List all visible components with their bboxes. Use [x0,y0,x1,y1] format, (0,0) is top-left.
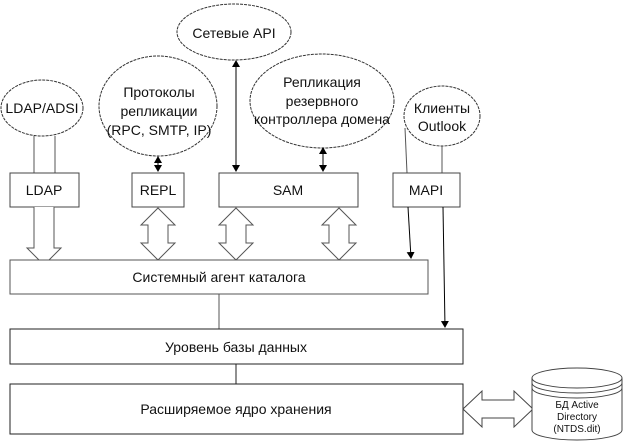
mapi-to-dsa-arrow [406,206,415,259]
cloud-dc-line-2: резервного [286,93,359,109]
db-line-3: (NTDS.dit) [553,424,600,435]
cloud-dc-line-1: Репликация [283,74,361,90]
sam-right-double-arrow [320,207,358,261]
cloud-repl-line-3: (RPC, SMTP, IP) [107,122,212,138]
cloud-repl-protocols: Протоколы репликации (RPC, SMTP, IP) [98,55,218,157]
ldap-label: LDAP [26,182,63,198]
sam-left-double-arrow [217,207,255,261]
cloud-network-api-label: Сетевые API [192,25,275,41]
repl-box: REPL [131,172,185,208]
db-layer-label: Уровень базы данных [165,339,307,355]
db-line-2: Directory [557,412,597,423]
cloud-outlook-clients: Клиенты Outlook [403,85,481,147]
sam-box: SAM [218,172,359,208]
cloud-outlook-line-1: Клиенты [414,100,470,116]
db-line-1: БД Active [555,400,599,411]
db-layer-box: Уровень базы данных [9,328,464,365]
dsa-box: Системный агент каталога [9,259,429,295]
ese-label: Расширяемое ядро хранения [140,401,331,417]
ntds-database-cylinder: БД Active Directory (NTDS.dit) [531,367,623,441]
sam-label: SAM [273,182,303,198]
cloud-repl-line-2: репликации [120,103,197,119]
repl-label: REPL [140,182,177,198]
mapi-label: MAPI [409,182,443,198]
cloud-ldap-adsi: LDAP/ADSI [0,79,84,137]
mapi-box: MAPI [392,172,461,208]
ldap-down-arrow [25,207,63,266]
cloud-network-api: Сетевые API [176,3,292,61]
ldap-box: LDAP [9,172,80,208]
cloud-repl-line-1: Протоколы [123,84,194,100]
ese-db-double-arrow [462,389,534,429]
cloud-dc-line-3: контроллера домена [254,111,390,127]
cloud-dc-replication: Репликация резервного контроллера домена [249,53,395,149]
mapi-to-db-arrow [440,206,449,328]
repl-double-arrow [139,207,177,261]
ese-box: Расширяемое ядро хранения [9,383,464,435]
cloud-ldap-adsi-label: LDAP/ADSI [5,100,78,116]
cloud-outlook-line-2: Outlook [418,118,467,134]
dsa-label: Системный агент каталога [132,269,305,285]
